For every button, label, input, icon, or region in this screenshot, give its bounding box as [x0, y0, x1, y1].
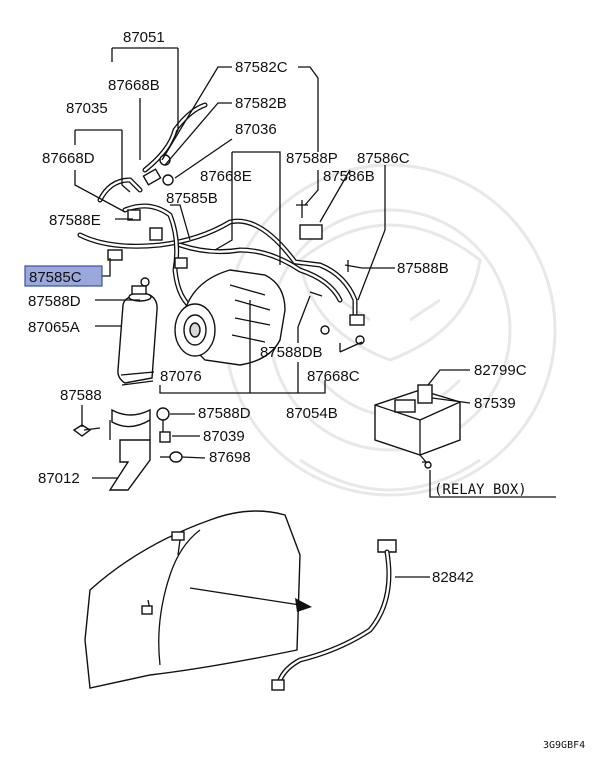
bolt-87588	[72, 424, 101, 437]
instrument-panel-drawing	[84, 510, 301, 689]
label-87012[interactable]: 87012	[38, 470, 80, 487]
label-87668c[interactable]: 87668C	[307, 368, 360, 385]
label-87588b[interactable]: 87588B	[397, 260, 449, 277]
label-relay-box: (RELAY BOX)	[434, 482, 527, 498]
label-87588e[interactable]: 87588E	[49, 212, 101, 229]
label-87588p[interactable]: 87588P	[286, 150, 338, 167]
receiver-drier	[108, 285, 158, 491]
label-87076[interactable]: 87076	[160, 368, 202, 385]
label-87698[interactable]: 87698	[209, 449, 251, 466]
label-87586c[interactable]: 87586C	[357, 150, 410, 167]
leader-lines	[74, 47, 556, 578]
small-parts	[156, 407, 183, 463]
ac-compressor	[174, 269, 286, 366]
label-87668e[interactable]: 87668E	[200, 168, 252, 185]
label-87585c[interactable]: 87585C	[29, 269, 82, 286]
relay-box-drawing	[374, 384, 461, 469]
label-87582b[interactable]: 87582B	[235, 95, 287, 112]
diagram-reference-code: 3G9GBF4	[543, 740, 585, 751]
label-87588d[interactable]: 87588D	[198, 405, 251, 422]
label-82842[interactable]: 82842	[432, 569, 474, 586]
direction-arrow	[189, 587, 312, 612]
label-87039[interactable]: 87039	[203, 428, 245, 445]
label-87668b[interactable]: 87668B	[108, 77, 160, 94]
label-87585b[interactable]: 87585B	[166, 190, 218, 207]
label-82799c[interactable]: 82799C	[474, 362, 527, 379]
ac-hose-assembly	[77, 102, 365, 345]
label-87585c-highlight	[24, 265, 103, 287]
label-87588db[interactable]: 87588DB	[260, 344, 323, 361]
label-87051[interactable]: 87051	[123, 29, 165, 46]
label-87582c[interactable]: 87582C	[235, 59, 288, 76]
label-87586b[interactable]: 87586B	[323, 168, 375, 185]
label-87054b[interactable]: 87054B	[286, 405, 338, 422]
label-87036[interactable]: 87036	[235, 121, 277, 138]
label-87588[interactable]: 87588	[60, 387, 102, 404]
part-labels: 87051 87668B 87582C 87582B 87035 87036 8…	[24, 29, 585, 751]
label-87539[interactable]: 87539	[474, 395, 516, 412]
wiring-harness-82842	[271, 539, 397, 691]
label-87065a[interactable]: 87065A	[28, 319, 80, 336]
label-87588d-top[interactable]: 87588D	[28, 293, 81, 310]
label-87668d[interactable]: 87668D	[42, 150, 95, 167]
label-87035[interactable]: 87035	[66, 100, 108, 117]
